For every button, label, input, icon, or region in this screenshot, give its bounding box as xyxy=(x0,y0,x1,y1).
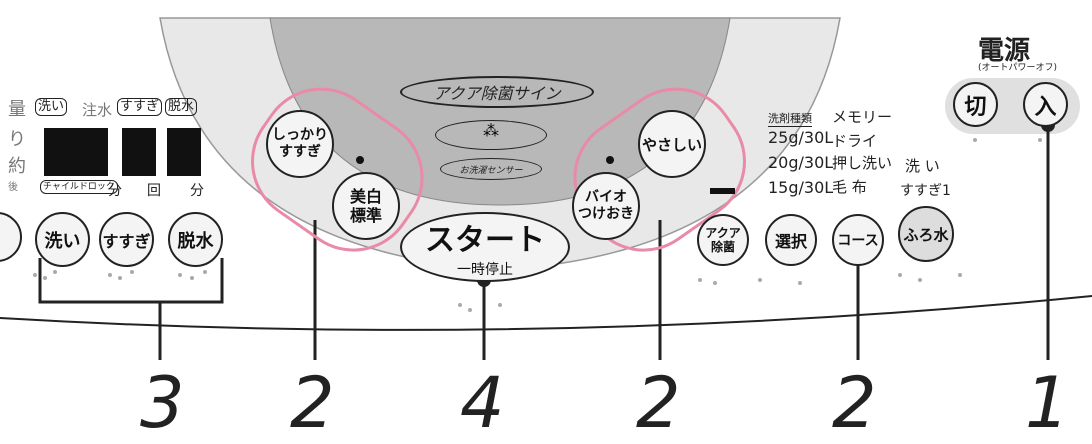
spin-button[interactable]: 脱水 xyxy=(168,212,223,267)
side-char-4: 後 xyxy=(8,182,18,193)
thorough-rinse-button[interactable]: しっかり すすぎ xyxy=(266,110,334,178)
aqua-sterilize-button[interactable]: アクア 除菌 xyxy=(697,214,749,266)
sensor-label: お洗濯センサー xyxy=(440,158,542,180)
unit-times: 回 xyxy=(147,183,161,199)
wash-button[interactable]: 洗い xyxy=(35,212,90,267)
detergent-20: 20g/30L xyxy=(768,153,834,172)
mode-label-rinse: すすぎ xyxy=(117,98,163,116)
detergent-25: 25g/30L xyxy=(768,128,834,147)
gentle-button[interactable]: やさしい xyxy=(638,110,706,178)
pause-label: 一時停止 xyxy=(457,262,513,278)
bath-water-button[interactable]: ふろ水 xyxy=(898,206,954,262)
side-char-2: り xyxy=(8,129,26,150)
unit-min-1: 分 xyxy=(108,183,122,199)
course-dry: ドライ xyxy=(832,132,878,150)
callout-3: 3 xyxy=(140,362,185,444)
rinse-button[interactable]: すすぎ xyxy=(99,212,154,267)
callout-2-left: 2 xyxy=(290,362,335,444)
start-button[interactable]: スタート 一時停止 xyxy=(400,212,570,282)
callout-4: 4 xyxy=(460,362,505,444)
callout-2-right: 2 xyxy=(832,362,877,444)
power-off-button[interactable]: 切 xyxy=(953,82,998,127)
display-spin xyxy=(167,128,201,176)
side-char-1: 量 xyxy=(8,99,26,120)
display-main xyxy=(44,128,108,176)
mode-label-wash: 洗い xyxy=(35,98,68,116)
course-memory: メモリー xyxy=(832,108,893,126)
course-button[interactable]: コース xyxy=(832,214,884,266)
furo-label-rinse: すすぎ1 xyxy=(900,183,951,199)
detergent-15: 15g/30L xyxy=(768,178,834,197)
course-press-wash: 押し洗い xyxy=(832,154,893,172)
bio-soak-button[interactable]: バイオ つけおき xyxy=(572,172,640,240)
callout-1: 1 xyxy=(1025,362,1070,444)
course-blanket: 毛 布 xyxy=(832,178,867,196)
power-subtitle: (オートパワーオフ) xyxy=(978,63,1058,73)
sensor-icon: ⁂ xyxy=(435,120,547,150)
callout-2-center: 2 xyxy=(636,362,681,444)
start-label: スタート xyxy=(425,223,545,258)
select-button[interactable]: 選択 xyxy=(765,214,817,266)
furo-label-wash: 洗 い xyxy=(905,157,940,175)
unit-min-2: 分 xyxy=(190,183,204,199)
detergent-header: 洗剤種類 xyxy=(768,112,812,127)
power-on-button[interactable]: 入 xyxy=(1023,82,1068,127)
aqua-sign-label: アクア除菌サイン xyxy=(400,76,594,108)
mode-label-water: 注水 xyxy=(82,101,113,119)
mode-label-spin: 脱水 xyxy=(165,98,198,116)
side-char-3: 約 xyxy=(8,156,26,177)
display-rinse xyxy=(122,128,156,176)
whitening-standard-button[interactable]: 美白 標準 xyxy=(332,172,400,240)
child-lock-label: チャイルドロック xyxy=(40,180,118,194)
power-title: 電源 xyxy=(978,36,1031,66)
